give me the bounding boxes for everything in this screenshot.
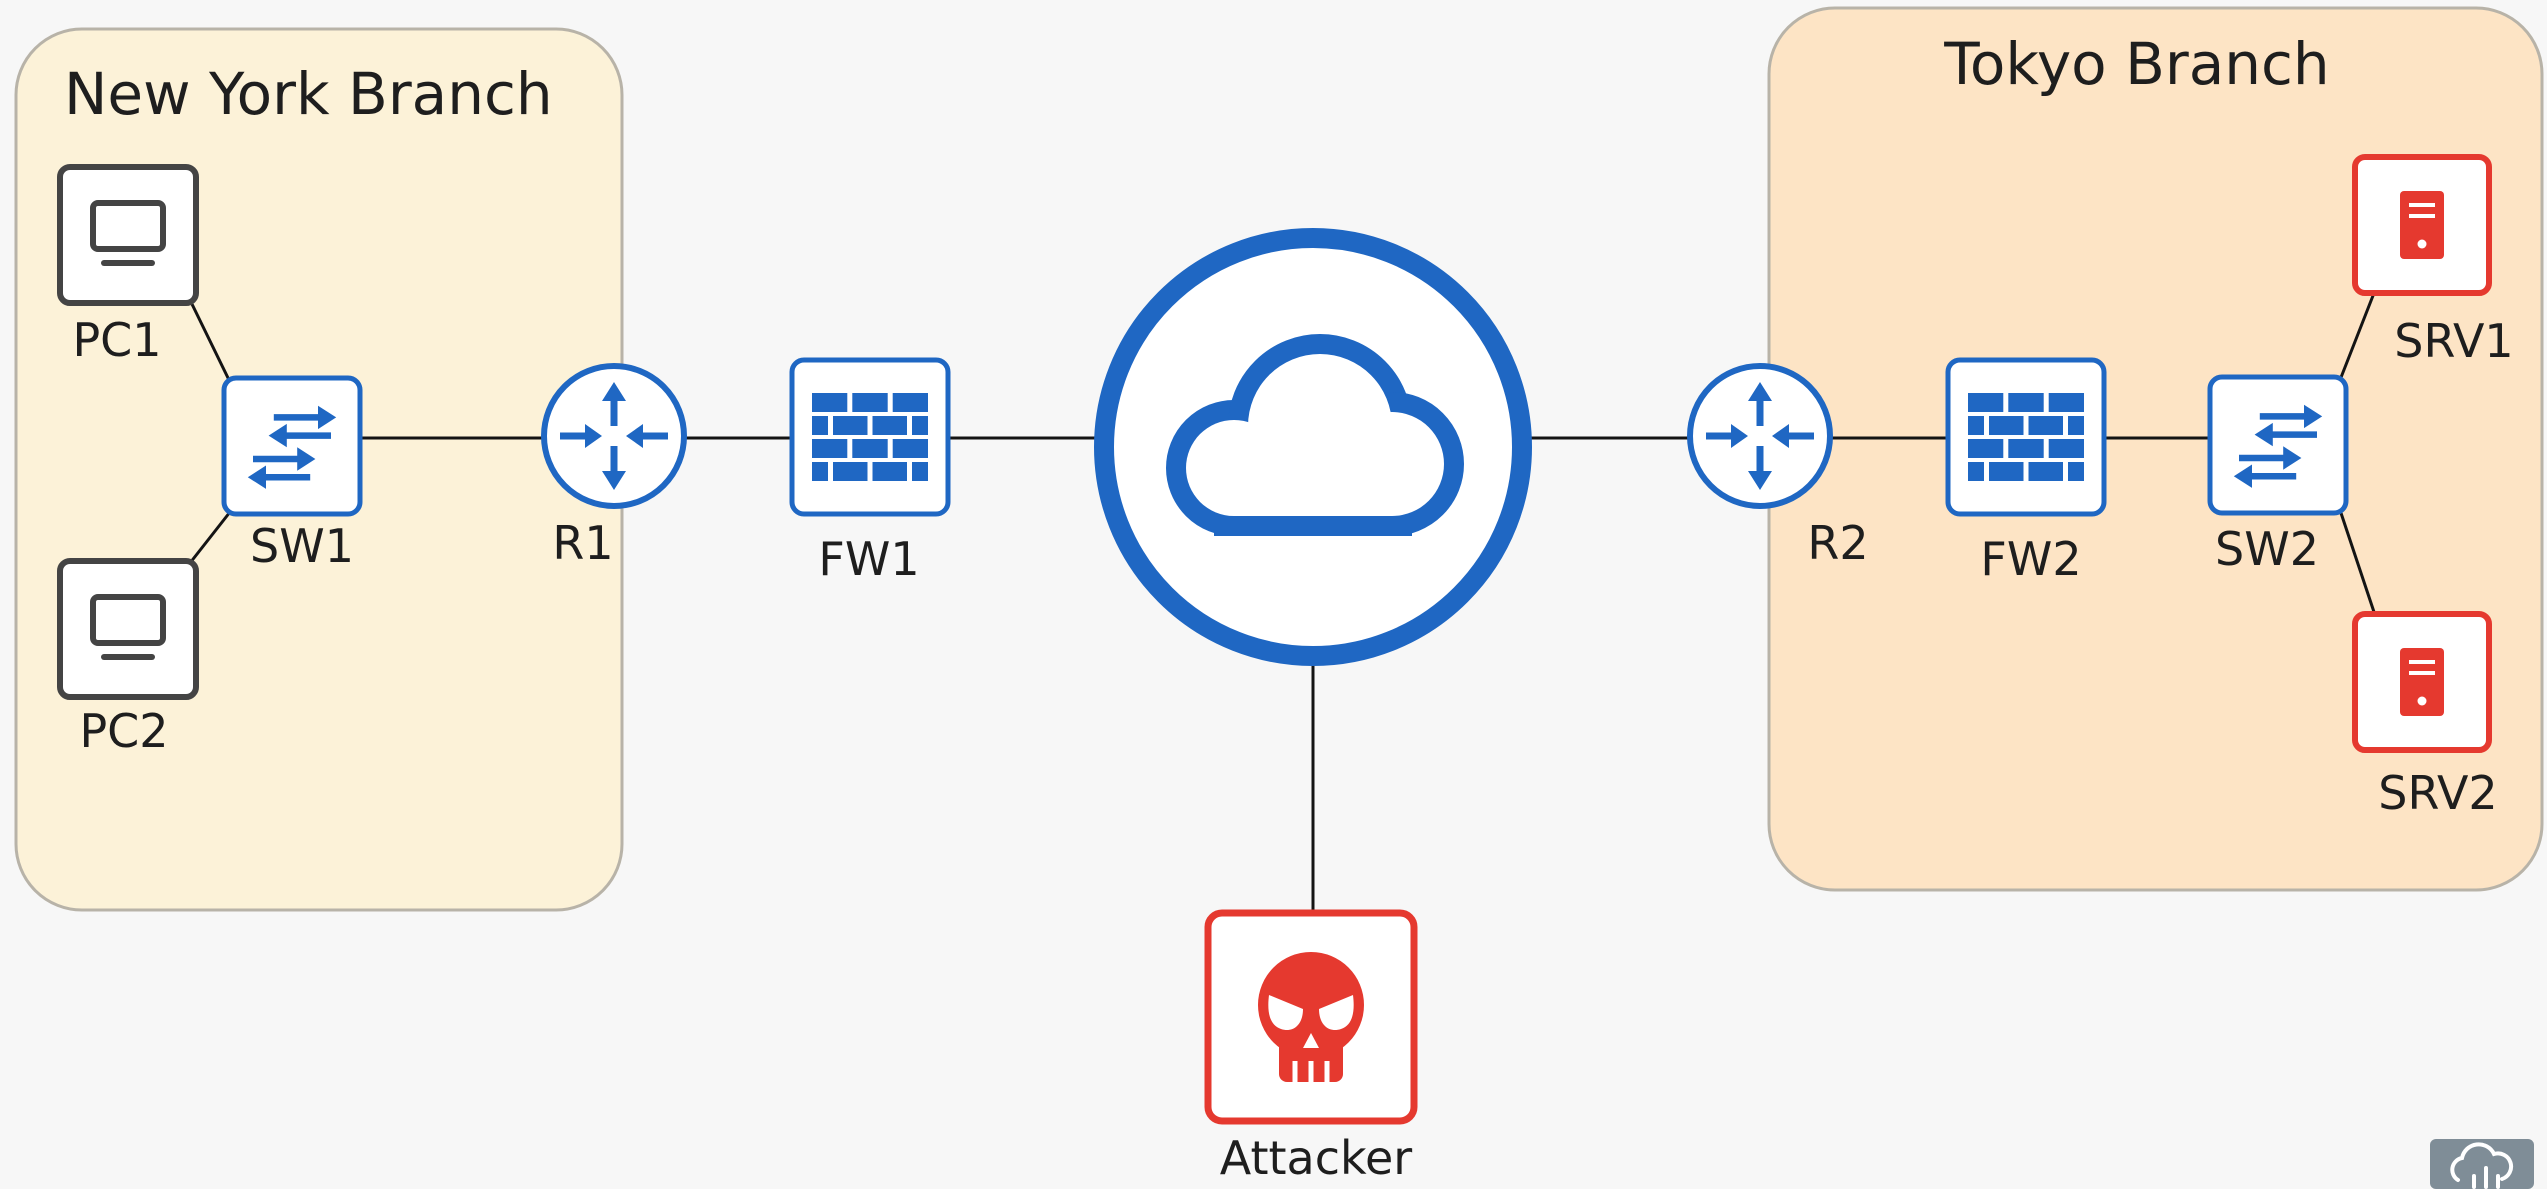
srv1-label: SRV1 [2394, 314, 2513, 368]
fw1-node [789, 357, 951, 517]
pc2-label: PC2 [79, 704, 168, 758]
pc1-frame [57, 164, 199, 306]
r1-node [541, 363, 687, 509]
logo-cloud-outline [2450, 1142, 2514, 1182]
srv1-node [2352, 154, 2492, 296]
new-york-branch-title: New York Branch [64, 60, 553, 128]
attacker-label: Attacker [1220, 1131, 1413, 1185]
sw1-node [221, 375, 363, 517]
server-icon [2398, 189, 2446, 261]
network-links [188, 287, 2378, 915]
brain-circuit-logo-icon [2430, 1139, 2534, 1189]
tokyo-branch-title: Tokyo Branch [1943, 30, 2329, 98]
fw2-label: FW2 [1980, 532, 2081, 586]
r1-label: R1 [552, 516, 613, 570]
pc2-node [57, 558, 199, 700]
link-sw2-srv1 [2338, 287, 2378, 381]
sw1-frame [221, 375, 363, 517]
server-icon [2398, 646, 2446, 718]
r2-node [1687, 363, 1833, 509]
pc1-label: PC1 [72, 313, 161, 367]
sw2-frame [2207, 374, 2349, 516]
sw2-node [2207, 374, 2349, 516]
sw2-label: SW2 [2215, 522, 2319, 576]
internet-node [1094, 228, 1532, 666]
fw2-frame [1945, 357, 2107, 517]
link-pc1-sw1 [188, 299, 232, 383]
r2-frame [1687, 363, 1833, 509]
tokyo-branch-zone: Tokyo Branch [1767, 6, 2544, 892]
tokyo-branch-area [1767, 6, 2544, 892]
r1-frame [541, 363, 687, 509]
srv2-node [2352, 611, 2492, 753]
link-pc2-sw1 [188, 511, 232, 564]
fw1-frame [789, 357, 951, 517]
pc2-frame [57, 558, 199, 700]
sw1-label: SW1 [250, 519, 354, 573]
fw2-node [1945, 357, 2107, 517]
logo-circuit-traces [2472, 1166, 2500, 1189]
attacker-node [1204, 909, 1418, 1125]
r2-label: R2 [1807, 516, 1868, 570]
srv2-label: SRV2 [2378, 766, 2497, 820]
fw1-label: FW1 [818, 532, 919, 586]
pc1-node [57, 164, 199, 306]
link-sw2-srv2 [2338, 509, 2378, 619]
